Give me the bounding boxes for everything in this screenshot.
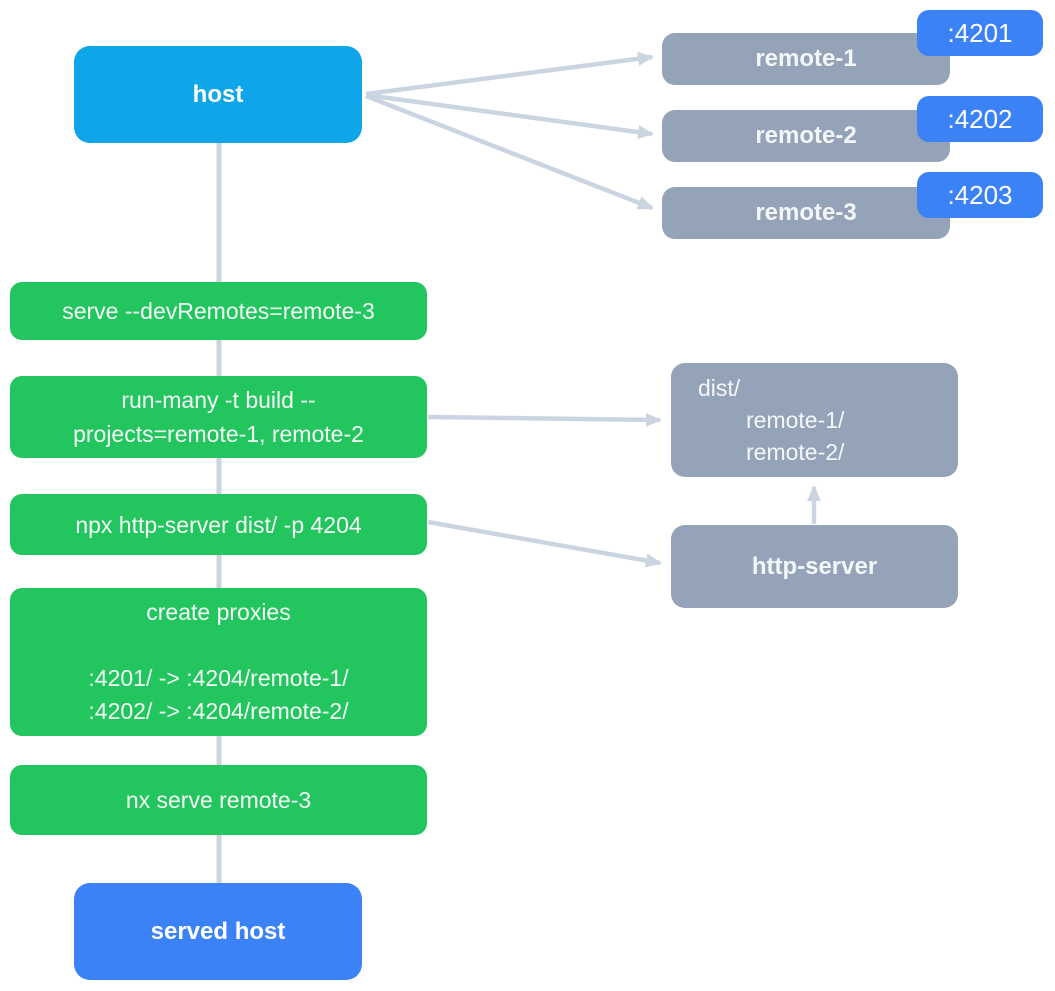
command-line: :4202/ -> :4204/remote-2/ <box>88 698 349 724</box>
remote-2-port: :4202 <box>947 103 1013 134</box>
command-line: create proxies <box>146 599 291 625</box>
dist-folder-node: dist/ remote-1/ remote-2/ <box>671 363 958 477</box>
remote-1-label: remote-1 <box>755 45 857 72</box>
remote-1-node: remote-1 <box>662 33 950 85</box>
remote-1-port: :4201 <box>947 17 1013 48</box>
remote-2-node: remote-2 <box>662 110 950 162</box>
remote-1-port-badge: :4201 <box>917 10 1043 56</box>
command-line: npx http-server dist/ -p 4204 <box>75 511 362 538</box>
http-server-node: http-server <box>671 525 958 608</box>
arrow-host-to-remote-3 <box>365 93 654 211</box>
remote-3-port-badge: :4203 <box>917 172 1043 218</box>
served-host-label: served host <box>150 917 286 945</box>
command-line: run-many -t build -- <box>121 387 316 413</box>
command-create-proxies: create proxies :4201/ -> :4204/remote-1/… <box>10 588 427 736</box>
remote-2-port-badge: :4202 <box>917 96 1043 142</box>
host-node: host <box>74 46 362 143</box>
served-host-node: served host <box>74 883 362 980</box>
command-run-many-build: run-many -t build -- projects=remote-1, … <box>10 376 427 458</box>
remote-2-label: remote-2 <box>755 122 857 149</box>
remote-3-node: remote-3 <box>662 187 950 239</box>
host-label: host <box>192 80 244 108</box>
arrow-run-many-to-dist <box>427 412 662 427</box>
arrow-http-server-cmd-to-http-server <box>427 519 662 568</box>
http-server-label: http-server <box>751 552 878 580</box>
dist-folder-line: dist/ <box>698 375 741 401</box>
dist-folder-line: remote-2/ <box>746 439 845 465</box>
command-line: serve --devRemotes=remote-3 <box>62 298 375 324</box>
remote-3-port: :4203 <box>947 179 1013 210</box>
command-serve-dev-remotes: serve --devRemotes=remote-3 <box>10 282 427 340</box>
remote-3-label: remote-3 <box>755 199 857 226</box>
arrow-host-to-remote-1 <box>365 51 654 97</box>
dist-folder-line: remote-1/ <box>746 407 845 433</box>
arrow-host-to-remote-2 <box>365 92 654 140</box>
command-line: projects=remote-1, remote-2 <box>73 421 364 447</box>
command-npx-http-server: npx http-server dist/ -p 4204 <box>10 494 427 555</box>
command-nx-serve-remote-3: nx serve remote-3 <box>10 765 427 835</box>
command-line: nx serve remote-3 <box>125 787 312 813</box>
command-line: :4201/ -> :4204/remote-1/ <box>88 665 349 691</box>
